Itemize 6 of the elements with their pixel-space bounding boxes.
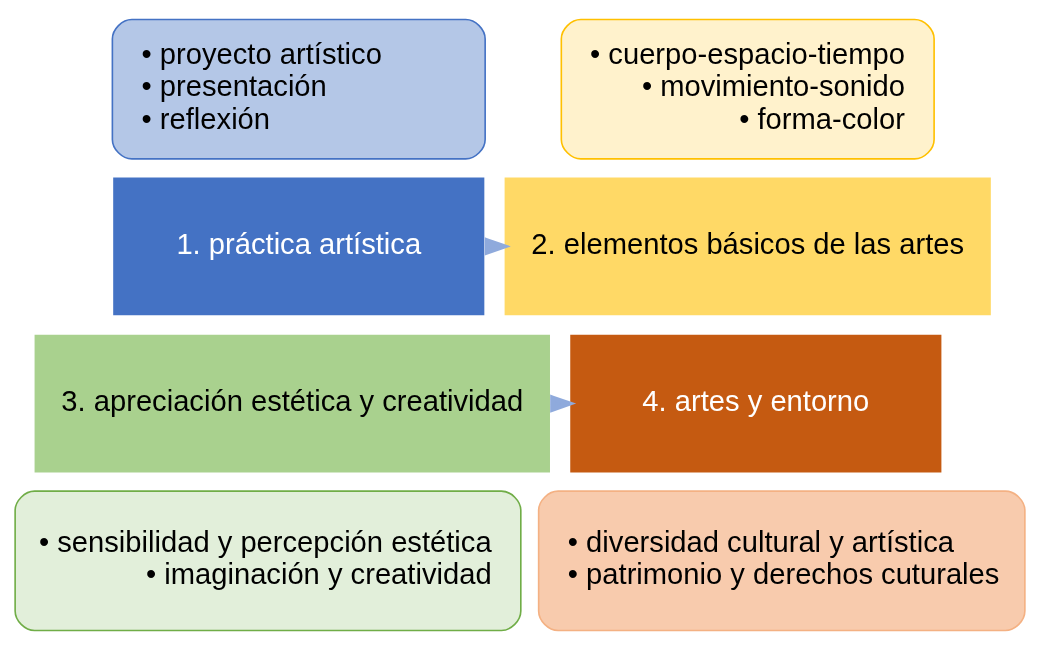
node-box: 2. elementos básicos de las artes (503, 175, 993, 317)
node-box: • cuerpo-espacio-tiempo • movimiento-sonido • forma-color (560, 18, 935, 160)
node-box: • proyecto artístico • presentación • reflexión (111, 18, 486, 160)
node-box: • diversidad cultural y artística • patrimonio y derechos cuturales (537, 490, 1026, 632)
node-box: • sensibilidad y percepción estética • imaginación y creatividad (14, 490, 522, 632)
node-box: 4. artes y entorno (568, 333, 943, 475)
